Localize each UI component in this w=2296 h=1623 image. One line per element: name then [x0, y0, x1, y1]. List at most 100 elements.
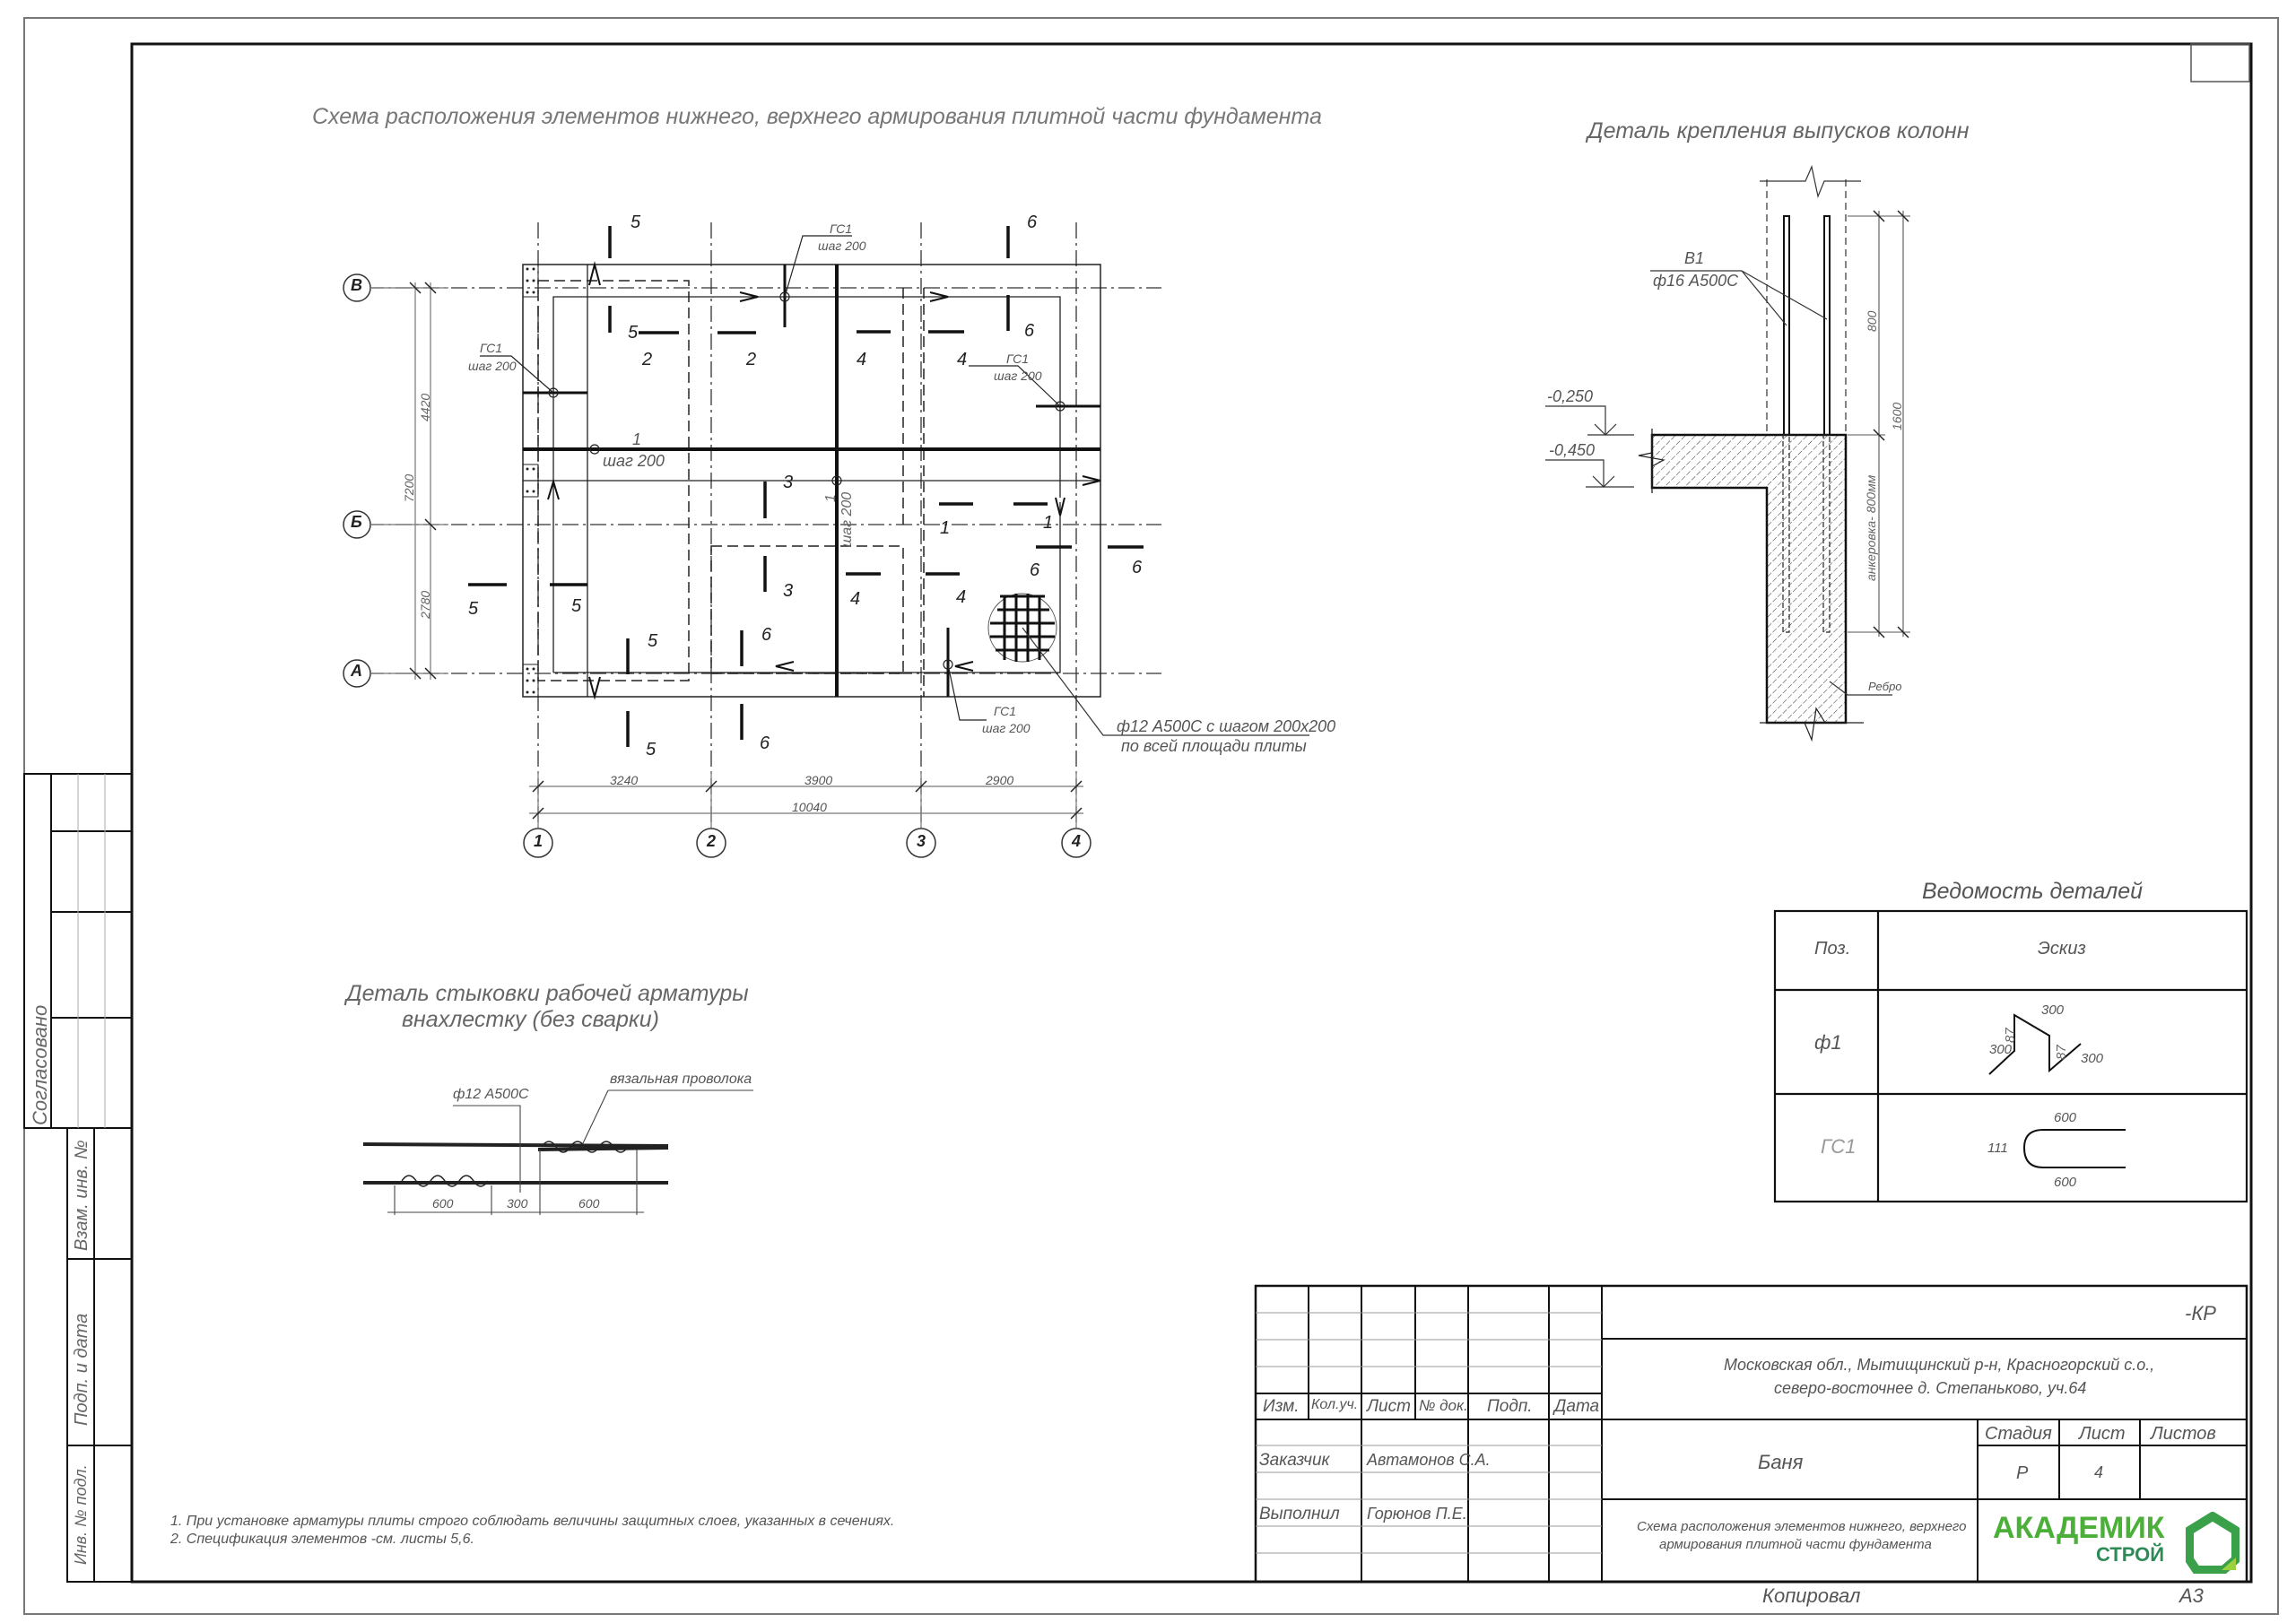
dim-4420: 4420	[418, 393, 432, 421]
axis-label-col-4: 4	[1072, 832, 1082, 850]
gs1-step-b: шаг 200	[818, 239, 866, 253]
tb-col-date: Дата	[1554, 1397, 1600, 1416]
section-mark: 6	[1027, 213, 1038, 232]
section-mark: 5	[646, 740, 657, 759]
tb-sheet-title-2: армирования плитной части фундамента	[1659, 1537, 1932, 1552]
section-mark: 4	[957, 350, 968, 369]
lap-dim-600-right: 600	[578, 1196, 600, 1211]
section-mark: 2	[746, 350, 757, 369]
tb-col-doc: № док.	[1419, 1397, 1468, 1414]
tb-col-rev: Изм.	[1263, 1397, 1300, 1416]
sketch-dim: 300	[2081, 1051, 2104, 1066]
house-icon	[2186, 1512, 2239, 1574]
lap-detail-title-2: внахлестку (без сварки)	[402, 1007, 659, 1032]
column-detail-lines	[1545, 165, 1910, 742]
section-mark: 5	[571, 596, 582, 616]
sketch-dim: 600	[2054, 1175, 2077, 1190]
tb-role-performer: Выполнил	[1259, 1505, 1340, 1523]
note-1: 1. При установке арматуры плиты строго с…	[170, 1514, 895, 1529]
rib-label: Ребро	[1868, 680, 1902, 693]
logo-word-stroy: СТРОЙ	[2096, 1543, 2165, 1566]
lap-wire-label: вязальная проволока	[610, 1072, 752, 1087]
tb-col-qty: Кол.уч.	[1311, 1397, 1359, 1412]
section-mark: 2	[642, 350, 653, 369]
lap-dim-300: 300	[507, 1196, 528, 1211]
axis-label-col-1: 1	[534, 832, 544, 850]
main-plan-lines	[343, 222, 1309, 858]
tb-sheet-value: 4	[2094, 1463, 2104, 1481]
copied-label: Копировал	[1762, 1584, 1861, 1607]
section-mark: 5	[631, 213, 641, 232]
section-mark: 6	[1030, 560, 1040, 580]
logo-word-academic: АКАДЕМИК	[1993, 1511, 2165, 1545]
axis-label-col-2: 2	[707, 832, 717, 850]
column-bar-pos: В1	[1684, 249, 1705, 267]
dim-2900: 2900	[986, 773, 1014, 787]
sheet-format: А3	[2179, 1584, 2204, 1607]
gs1-label-d: ГС1	[994, 704, 1017, 718]
section-mark: 5	[628, 323, 639, 343]
dim-1600: 1600	[1890, 402, 1904, 430]
title-block-lines	[1254, 1284, 2248, 1584]
sketch-dim: 600	[2054, 1110, 2077, 1125]
section-mark: 1	[1043, 513, 1054, 533]
gs1-label-a: ГС1	[480, 341, 503, 355]
side-stamp-agreed: Согласовано	[29, 1004, 51, 1125]
gs1-step-c: шаг 200	[994, 369, 1042, 383]
section-mark: 3	[783, 473, 794, 492]
note-2: 2. Спецификация элементов -см. листы 5,6…	[170, 1532, 474, 1547]
bar-1-vert-pos: 1	[823, 494, 839, 502]
section-mark: 1	[940, 518, 951, 538]
sketch-dim: 111	[1987, 1141, 2008, 1156]
gs1-step-a: шаг 200	[468, 359, 517, 373]
tb-sheets-label: Листов	[2151, 1424, 2216, 1444]
side-stamp-inv-orig: Инв. № подл.	[72, 1464, 90, 1565]
dim-800: 800	[1865, 310, 1879, 332]
axis-label-row-b: Б	[351, 513, 362, 531]
tb-sheet-label: Лист	[2079, 1424, 2126, 1444]
parts-header-sketch: Эскиз	[2038, 939, 2086, 959]
tb-object-name: Баня	[1758, 1451, 1804, 1473]
tb-col-sign: Подп.	[1487, 1397, 1533, 1416]
dim-10040: 10040	[792, 800, 827, 814]
mesh-callout-line1: ф12 А500С с шагом 200х200	[1117, 717, 1336, 735]
section-mark: 5	[468, 599, 479, 619]
sketch-dim: 300	[2041, 1002, 2065, 1018]
tb-sheet-title-1: Схема расположения элементов нижнего, ве…	[1637, 1519, 1967, 1534]
parts-row-pos: ГС1	[1821, 1135, 1857, 1158]
section-mark: 4	[956, 587, 967, 607]
gs1-step-d: шаг 200	[982, 721, 1031, 735]
tb-col-sheet: Лист	[1367, 1397, 1411, 1416]
dim-2780: 2780	[418, 590, 432, 619]
dim-7200: 7200	[402, 473, 416, 502]
section-mark: 6	[1024, 321, 1035, 341]
mesh-callout-line2: по всей площади плиты	[1121, 737, 1307, 755]
level-mark-bottom: -0,450	[1549, 441, 1596, 459]
gs1-label-c: ГС1	[1006, 352, 1030, 366]
tb-address-1: Московская обл., Мытищинский р-н, Красно…	[1724, 1356, 2155, 1374]
section-mark: 6	[760, 733, 770, 753]
lap-bar-spec: ф12 А500С	[453, 1087, 529, 1102]
bar-1-pos: 1	[632, 430, 642, 448]
mesh-symbol	[987, 593, 1309, 736]
axis-label-row-v: В	[351, 276, 362, 294]
company-logo: АКАДЕМИК СТРОЙ	[1993, 1511, 2244, 1575]
column-bar-spec: ф16 А500С	[1653, 272, 1739, 290]
bar-1-step: шаг 200	[603, 452, 665, 470]
lap-detail-lines	[362, 1089, 753, 1215]
side-stamp-replace-inv: Взам. инв. №	[72, 1140, 91, 1251]
section-mark: 6	[1132, 558, 1143, 577]
tb-name-customer: Автамонов С.А.	[1367, 1451, 1491, 1469]
section-mark: 4	[850, 589, 861, 609]
parts-row-pos: ф1	[1814, 1031, 1842, 1054]
dim-3240: 3240	[610, 773, 639, 787]
tb-role-customer: Заказчик	[1259, 1451, 1330, 1470]
tb-project-code: -КР	[2185, 1302, 2216, 1324]
main-plan-title: Схема расположения элементов нижнего, ве…	[312, 104, 1322, 129]
sketch-dim: 87	[2003, 1028, 2018, 1043]
tb-stage-value: Р	[2016, 1463, 2029, 1483]
section-mark: 6	[761, 625, 772, 645]
anchorage-label: анкеровка- 800мм	[1864, 474, 1878, 581]
column-detail-title: Деталь крепления выпусков колонн	[1587, 118, 1970, 143]
